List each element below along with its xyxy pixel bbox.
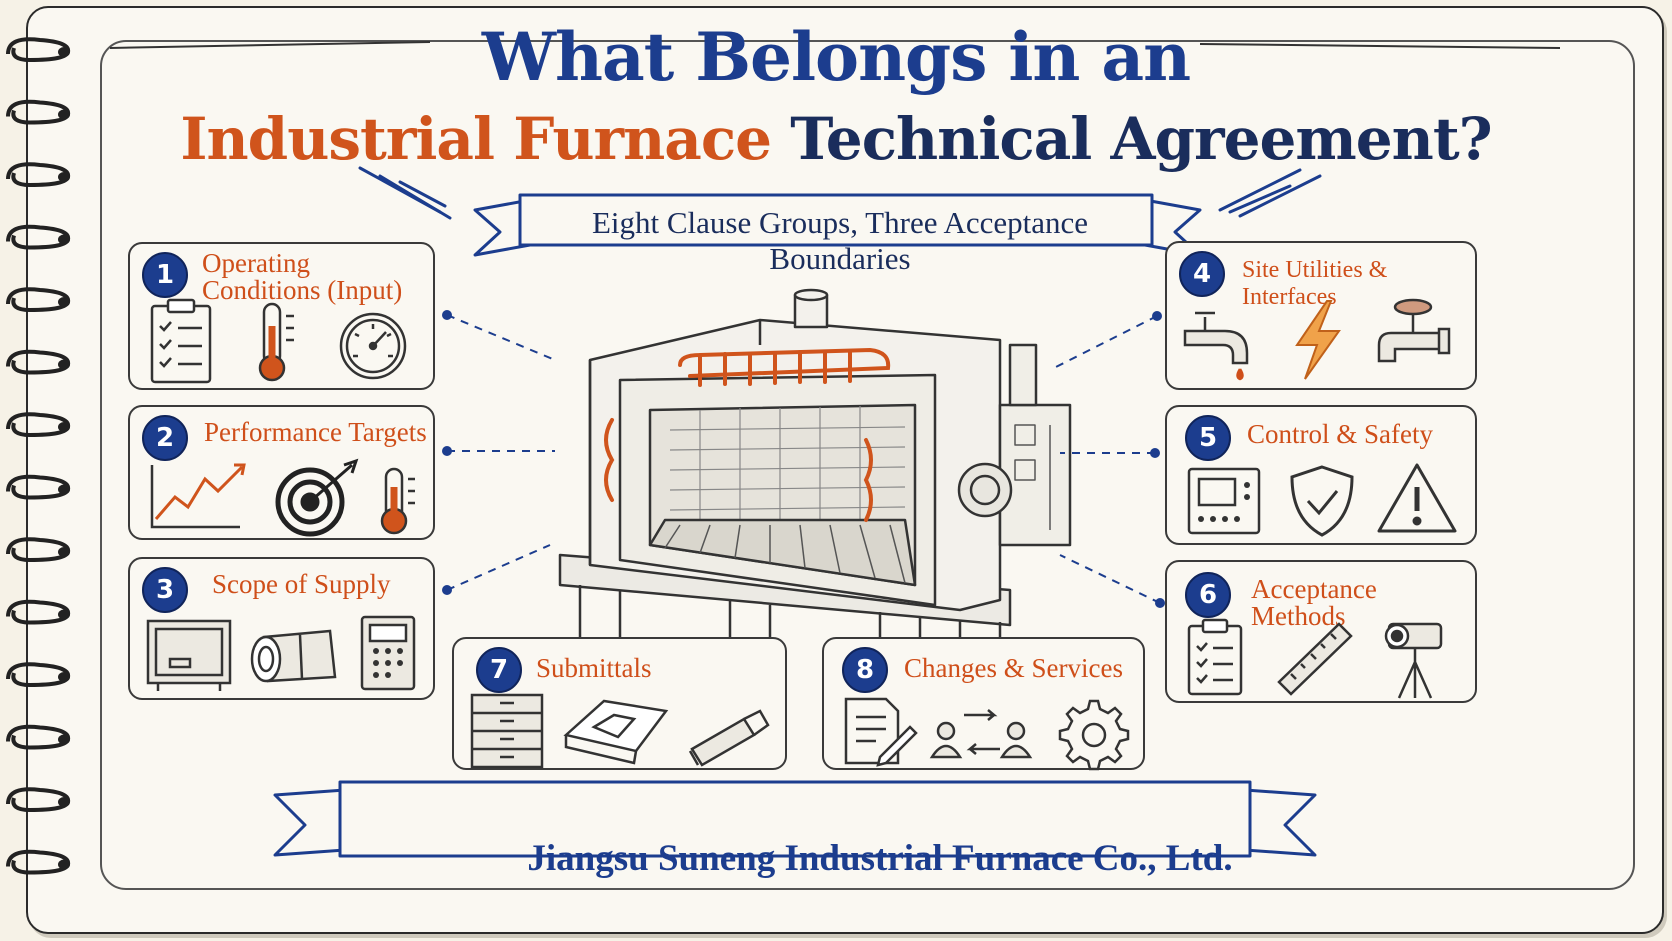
thermometer-icon: [258, 302, 294, 382]
control-unit-icon: [1187, 467, 1261, 535]
ring-hole: [58, 797, 70, 807]
gear-icon: [1058, 699, 1130, 771]
card-scope-of-supply: 3 Scope of Supply: [128, 557, 435, 700]
ring-hole: [58, 484, 70, 495]
ring-hole: [58, 609, 70, 620]
card-number-badge: 8: [842, 647, 888, 693]
ring-hole: [58, 859, 70, 870]
water-tap-icon: [1183, 311, 1249, 381]
ring-hole: [58, 297, 70, 307]
subtitle: Eight Clause Groups, Three Acceptance Bo…: [591, 205, 1089, 276]
card-title: Site Utilities & Interfaces: [1242, 257, 1388, 310]
card-title: Performance Targets: [204, 417, 427, 447]
control-panel-icon: [360, 615, 416, 691]
furnace-cabinet-icon: [146, 619, 232, 691]
rising-chart-icon: [150, 463, 246, 529]
ring-hole: [58, 547, 70, 557]
drawing-sheet-icon: [563, 699, 669, 765]
document-edit-icon: [844, 697, 918, 767]
card-changes-services: 8 Changes & Services: [822, 637, 1145, 771]
title-line-1: What Belongs in an: [481, 18, 1191, 96]
pressure-gauge-icon: [339, 312, 407, 380]
thermometer-icon: [380, 467, 415, 535]
title-rest: Technical Agreement?: [790, 105, 1492, 173]
card-number-badge: 3: [142, 567, 188, 613]
card-title: Scope of Supply: [212, 569, 391, 599]
shield-check-icon: [1290, 465, 1354, 537]
card-number-badge: 2: [142, 415, 188, 461]
ring-hole: [58, 422, 70, 432]
ring-hole: [58, 109, 70, 120]
warning-triangle-icon: [1377, 463, 1457, 533]
card-title: Control & Safety: [1247, 419, 1433, 449]
company-name: Jiangsu Suneng Industrial Furnace Co., L…: [527, 838, 1233, 879]
card-title: Changes & Services: [904, 653, 1123, 683]
usb-drive-icon: [688, 709, 770, 767]
card-title: Operating Conditions (Input): [202, 248, 403, 305]
camera-tripod-icon: [1384, 622, 1443, 699]
spiral-binding: [6, 37, 71, 875]
ring-hole: [58, 734, 70, 745]
clipboard-checklist-icon: [1187, 618, 1243, 696]
clipboard-checklist-icon: [150, 298, 212, 384]
card-acceptance-methods: 6 Acceptance Methods: [1165, 560, 1477, 703]
ring-hole: [58, 172, 70, 182]
target-icon: [275, 458, 359, 537]
title-line-2: Industrial Furnace Technical Agreement?: [0, 105, 1672, 173]
ring-hole: [58, 359, 70, 370]
ring-hole: [58, 672, 70, 682]
title-highlight: Industrial Furnace: [180, 105, 772, 173]
ring-hole: [58, 47, 70, 57]
card-operating-conditions: 1 Operating Conditions (Input): [128, 242, 435, 390]
ring-hole: [58, 234, 70, 245]
card-performance-targets: 2 Performance Targets: [128, 405, 435, 540]
card-number-badge: 6: [1185, 572, 1231, 618]
inner-frame: [100, 40, 1635, 890]
valve-pipe-icon: [1377, 298, 1451, 363]
card-number-badge: 7: [476, 647, 522, 693]
people-exchange-icon: [929, 709, 1033, 759]
card-submittals: 7 Submittals: [452, 637, 787, 770]
file-cabinet-icon: [470, 693, 544, 769]
lightning-bolt-icon: [1295, 300, 1341, 380]
card-title: Acceptance Methods: [1251, 574, 1377, 631]
ruler-icon: [1277, 622, 1353, 696]
pipe-fitting-icon: [250, 629, 337, 683]
card-number-badge: 1: [142, 252, 188, 298]
card-title: Submittals: [536, 653, 652, 683]
card-site-utilities: 4 Site Utilities & Interfaces: [1165, 241, 1477, 390]
card-number-badge: 4: [1179, 251, 1225, 297]
card-number-badge: 5: [1185, 415, 1231, 461]
card-control-safety: 5 Control & Safety: [1165, 405, 1477, 545]
